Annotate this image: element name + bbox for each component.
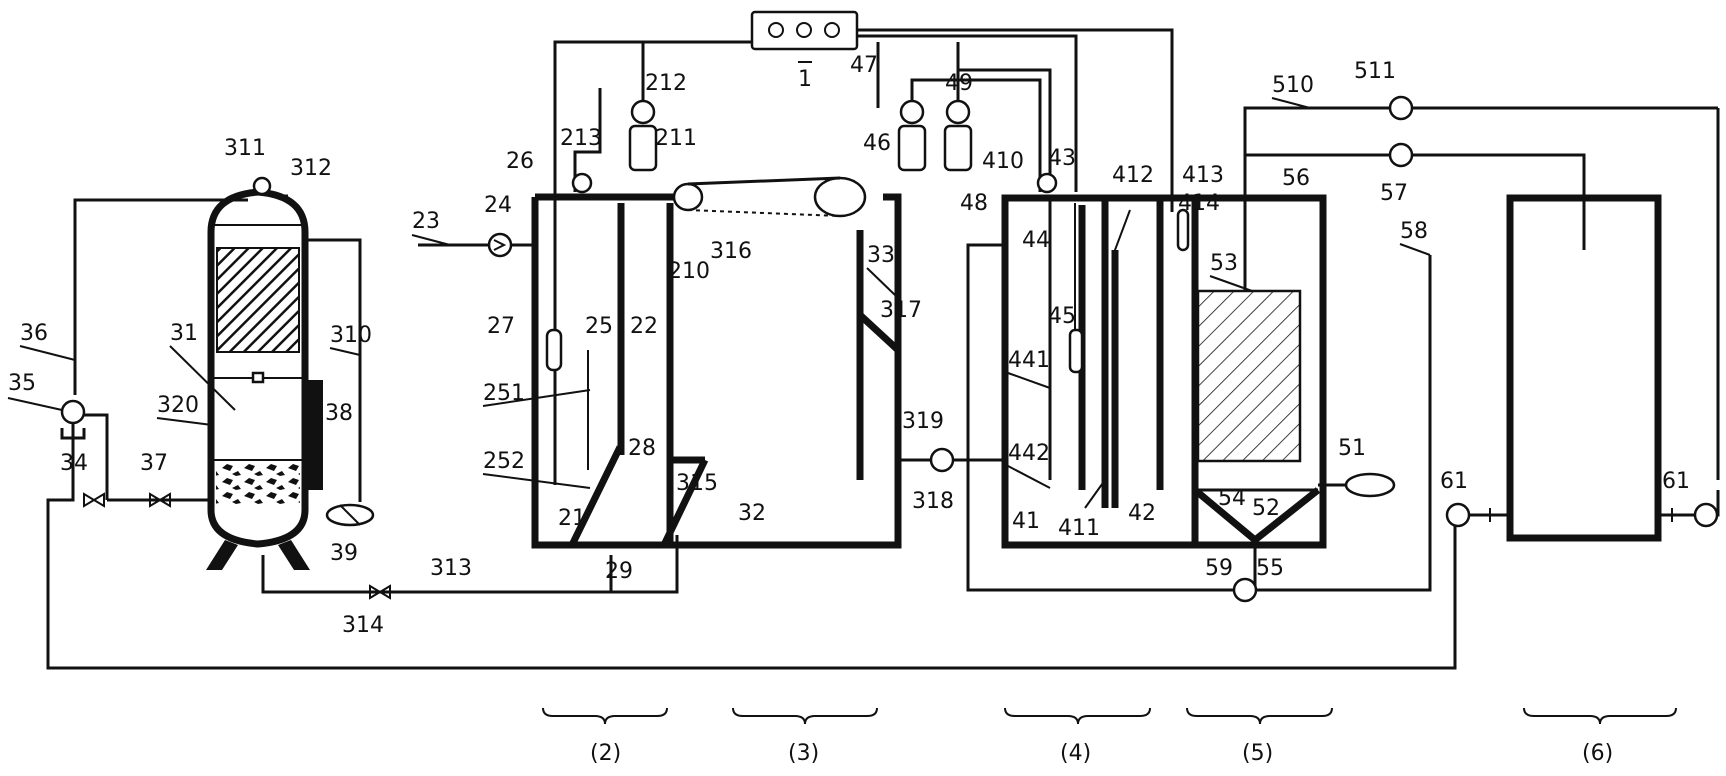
label-21: 21 <box>558 506 586 531</box>
label-320: 320 <box>157 393 199 418</box>
label-27: 27 <box>487 314 515 339</box>
label-28: 28 <box>628 436 656 461</box>
label-252: 252 <box>483 449 525 474</box>
tank-6 <box>1445 194 1720 542</box>
reactor-column <box>206 188 323 570</box>
tank-2-3 <box>531 172 902 549</box>
section-label-5: (5) <box>1242 741 1273 766</box>
part-labels: 1 211 212 213 26 23 24 210 316 27 25 22 … <box>8 53 1690 638</box>
tank-4-5 <box>1001 172 1396 549</box>
label-55: 55 <box>1256 556 1284 581</box>
label-315: 315 <box>676 471 718 496</box>
label-39: 39 <box>330 541 358 566</box>
label-413: 413 <box>1182 163 1224 188</box>
label-36: 36 <box>20 321 48 346</box>
label-leaders <box>7 97 1431 489</box>
label-311: 311 <box>224 136 266 161</box>
label-314: 314 <box>342 613 384 638</box>
label-43: 43 <box>1048 146 1076 171</box>
label-25: 25 <box>585 314 613 339</box>
label-411: 411 <box>1058 516 1100 541</box>
label-61b: 61 <box>1662 469 1690 494</box>
label-210: 210 <box>668 259 710 284</box>
label-34: 34 <box>60 451 88 476</box>
label-51: 51 <box>1338 436 1366 461</box>
section-label-6: (6) <box>1582 741 1613 766</box>
label-212: 212 <box>645 71 687 96</box>
tank-4-5-piping <box>966 95 1720 603</box>
section-label-4: (4) <box>1060 741 1091 766</box>
label-46: 46 <box>863 131 891 156</box>
label-52: 52 <box>1252 496 1280 521</box>
label-211: 211 <box>655 126 697 151</box>
label-414: 414 <box>1178 191 1220 216</box>
label-29: 29 <box>605 559 633 584</box>
section-braces <box>542 707 1677 725</box>
valves <box>83 492 391 600</box>
label-58: 58 <box>1400 219 1428 244</box>
label-48: 48 <box>960 191 988 216</box>
controller-box <box>750 10 859 63</box>
label-41: 41 <box>1012 509 1040 534</box>
label-38: 38 <box>325 401 353 426</box>
label-35: 35 <box>8 371 36 396</box>
label-318: 318 <box>912 489 954 514</box>
label-313: 313 <box>430 556 472 581</box>
label-61a: 61 <box>1440 469 1468 494</box>
label-510: 510 <box>1272 73 1314 98</box>
inflow-line <box>418 232 535 258</box>
label-47: 47 <box>850 53 878 78</box>
label-23: 23 <box>412 209 440 234</box>
label-22: 22 <box>630 314 658 339</box>
label-42: 42 <box>1128 501 1156 526</box>
label-57: 57 <box>1380 181 1408 206</box>
label-37: 37 <box>140 451 168 476</box>
label-44: 44 <box>1022 228 1050 253</box>
label-26: 26 <box>506 149 534 174</box>
label-410: 410 <box>982 149 1024 174</box>
label-56: 56 <box>1282 166 1310 191</box>
label-511: 511 <box>1354 59 1396 84</box>
label-1: 1 <box>798 67 812 92</box>
label-213: 213 <box>560 126 602 151</box>
label-441: 441 <box>1008 348 1050 373</box>
dosing-units <box>628 78 973 172</box>
label-251: 251 <box>483 381 525 406</box>
label-310: 310 <box>330 323 372 348</box>
label-412: 412 <box>1112 163 1154 188</box>
label-319: 319 <box>902 409 944 434</box>
label-49: 49 <box>945 71 973 96</box>
label-317: 317 <box>880 298 922 323</box>
reactor-piping <box>46 176 1457 670</box>
label-31: 31 <box>170 321 198 346</box>
control-wires <box>553 28 1174 212</box>
label-24: 24 <box>484 193 512 218</box>
label-59: 59 <box>1205 556 1233 581</box>
label-312: 312 <box>290 156 332 181</box>
label-316: 316 <box>710 239 752 264</box>
section-label-3: (3) <box>788 741 819 766</box>
label-54: 54 <box>1218 486 1246 511</box>
label-32: 32 <box>738 501 766 526</box>
transfer-pump-319 <box>898 447 1005 473</box>
label-45: 45 <box>1048 304 1076 329</box>
label-33: 33 <box>867 243 895 268</box>
section-label-2: (2) <box>590 741 621 766</box>
section-labels: (2) (3) (4) (5) (6) <box>590 741 1613 766</box>
label-53: 53 <box>1210 251 1238 276</box>
label-442: 442 <box>1008 441 1050 466</box>
